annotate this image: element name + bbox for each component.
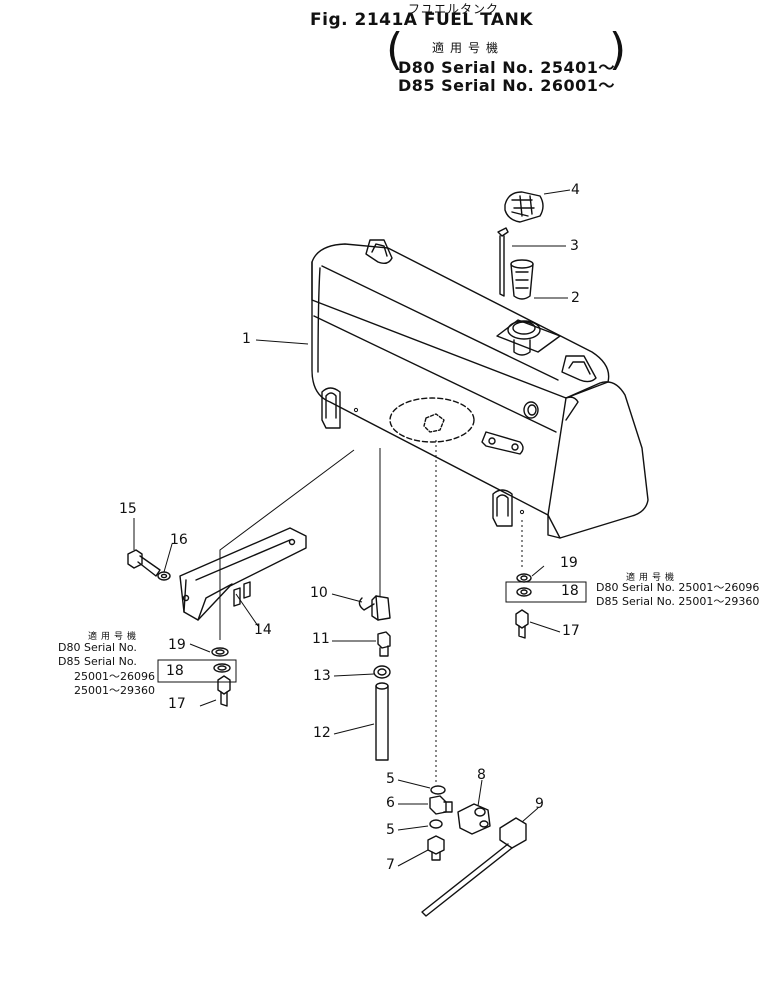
callout-7: 7 — [386, 857, 395, 873]
left-note-range-d80: 25001～26096 — [74, 670, 155, 683]
drain-recess — [389, 397, 475, 443]
valve-8 — [457, 803, 491, 835]
japanese-title: フユエルタンク — [408, 2, 500, 16]
callout-18-right: 18 — [561, 583, 579, 599]
washer-18-right — [516, 587, 532, 597]
washer-19-right — [516, 573, 532, 583]
bolt-17-right — [515, 609, 529, 639]
left-note-line-d85: D85 Serial No. — [58, 655, 137, 668]
tank-lifting-handle — [365, 239, 393, 265]
callout-12: 12 — [313, 725, 331, 741]
right-note-line-d80: D80 Serial No. 25001～26096 — [596, 581, 760, 594]
filler-strainer — [510, 259, 534, 300]
washer-18-left — [213, 663, 231, 673]
figure-title: Fig. 2141A FUEL TANK — [310, 10, 533, 30]
callout-17-left: 17 — [168, 696, 186, 712]
right-parenthesis: ) — [609, 24, 627, 75]
left-note-range-d85: 25001～29360 — [74, 684, 155, 697]
callout-18-left: 18 — [166, 663, 184, 679]
drain-pipe-9 — [421, 817, 527, 917]
callout-4: 4 — [571, 182, 580, 198]
callout-17-right: 17 — [562, 623, 580, 639]
callout-13: 13 — [313, 668, 331, 684]
drain-valve-10 — [358, 595, 391, 621]
mounting-bracket — [179, 527, 307, 621]
callout-9: 9 — [535, 796, 544, 812]
nipple-11 — [377, 631, 391, 657]
side-plug — [523, 401, 539, 419]
callout-11: 11 — [312, 631, 330, 647]
washer-19-left — [211, 647, 229, 657]
o-ring-5-bottom — [429, 819, 443, 829]
clamp-13 — [373, 665, 391, 679]
right-note-header: 適用号機 — [626, 573, 679, 583]
hose-12 — [375, 682, 389, 761]
filler-cap — [504, 191, 544, 223]
callout-19-left: 19 — [168, 637, 186, 653]
filler-neck — [496, 319, 561, 356]
tank-lifting-handle — [561, 355, 597, 383]
callout-6: 6 — [386, 795, 395, 811]
left-note-header: 適用号機 — [88, 632, 141, 642]
callout-15: 15 — [119, 501, 137, 517]
right-note-line-d85: D85 Serial No. 25001～29360 — [596, 595, 760, 608]
callout-10: 10 — [310, 585, 328, 601]
applicable-models-label: 適用号機 — [432, 41, 505, 55]
left-note-line-d80: D80 Serial No. — [58, 641, 137, 654]
tank-mounting-pad — [481, 431, 524, 455]
elbow-6 — [429, 795, 453, 815]
fuel-tank-body — [311, 243, 649, 539]
o-ring-5-top — [430, 785, 446, 795]
plug-7 — [427, 835, 445, 861]
callout-8: 8 — [477, 767, 486, 783]
washer-16 — [157, 571, 171, 581]
bolt-15 — [127, 549, 161, 577]
left-parenthesis: ( — [386, 24, 404, 75]
tank-bracket — [492, 489, 513, 527]
callout-14: 14 — [254, 622, 272, 638]
callout-19-right: 19 — [560, 555, 578, 571]
bolt-17-left — [217, 675, 231, 707]
tank-bracket — [321, 387, 341, 429]
callout-5-bottom: 5 — [386, 822, 395, 838]
callout-16: 16 — [170, 532, 188, 548]
serial-line-d85: D85 Serial No. 26001～ — [398, 76, 615, 95]
callout-5-top: 5 — [386, 771, 395, 787]
callout-2: 2 — [571, 290, 580, 306]
callout-3: 3 — [570, 238, 579, 254]
callout-1: 1 — [242, 331, 251, 347]
serial-line-d80: D80 Serial No. 25401～ — [398, 58, 615, 77]
dipstick — [497, 227, 509, 297]
